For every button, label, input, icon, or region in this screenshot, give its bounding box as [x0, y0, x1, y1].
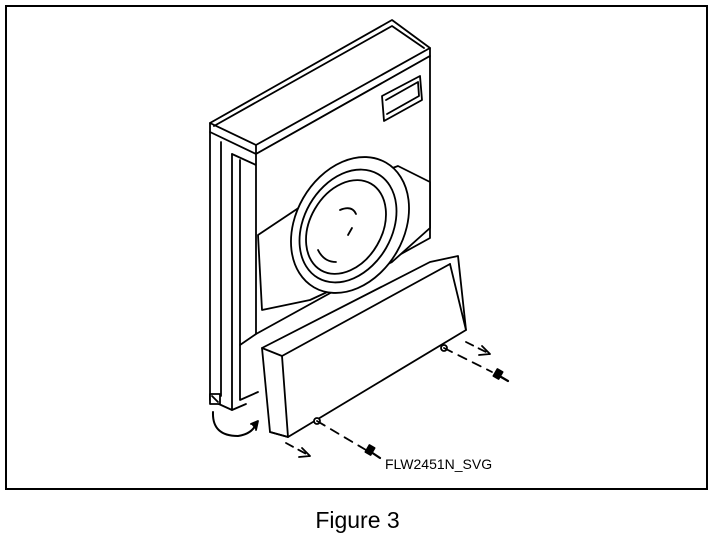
door: [257, 156, 431, 311]
screw-left: [316, 420, 382, 460]
rotation-arrow-icon: [211, 411, 259, 437]
cabinet-side: [209, 131, 257, 411]
figure-caption: Figure 3: [315, 507, 400, 533]
dispenser-drawer: [381, 75, 423, 122]
arrow-left: [285, 442, 311, 458]
kickplate-panel: [261, 255, 467, 438]
arrow-right: [465, 341, 491, 356]
figure-frame: [5, 5, 708, 490]
drawing-code: FLW2451N_SVG: [385, 456, 493, 472]
foot-bracket: [209, 393, 221, 405]
screw-right: [443, 347, 510, 383]
